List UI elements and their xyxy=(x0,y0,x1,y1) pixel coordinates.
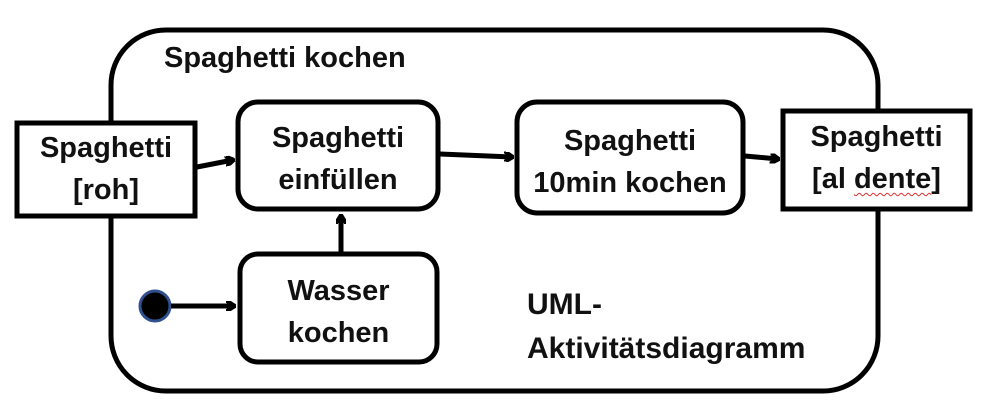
diagram-type-note-line2: Aktivitätsdiagramm xyxy=(527,332,806,365)
output-object-line1: Spaghetti xyxy=(810,121,943,153)
action-node-cook xyxy=(514,99,746,216)
input-object-label: Spaghetti [roh] xyxy=(17,127,195,211)
action-cook-line2: 10min kochen xyxy=(533,167,727,199)
action-node-fill xyxy=(235,99,441,212)
initial-node xyxy=(138,289,172,323)
edge-input-to-fill xyxy=(196,160,233,170)
action-node-boil xyxy=(237,251,440,365)
output-object-node xyxy=(780,108,973,212)
action-cook-label: Spaghetti 10min kochen xyxy=(517,120,743,204)
action-fill-label: Spaghetti einfüllen xyxy=(238,117,438,201)
edge-cook-to-output xyxy=(744,156,778,159)
output-object-line2: [al dente] xyxy=(783,158,970,200)
action-fill-line1: Spaghetti xyxy=(271,122,405,154)
action-fill-line2: einfüllen xyxy=(278,164,398,196)
action-cook-line1: Spaghetti xyxy=(563,125,697,157)
output-object-line2-suffix: ] xyxy=(931,163,941,195)
edge-fill-to-cook xyxy=(439,151,512,157)
input-object-line1: Spaghetti xyxy=(39,132,173,164)
action-boil-label: Wasser kochen xyxy=(240,270,437,354)
input-object-line2: [roh] xyxy=(72,174,140,206)
input-object-node xyxy=(14,120,198,219)
output-object-line2-marked: dente xyxy=(853,163,932,195)
output-object-line2-prefix: [al xyxy=(812,163,854,195)
action-boil-line2: kochen xyxy=(287,317,390,349)
diagram-type-note: UML- Aktivitätsdiagramm xyxy=(527,283,805,371)
activity-title: Spaghetti kochen xyxy=(164,42,406,74)
diagram-type-note-line1: UML- xyxy=(527,288,602,321)
action-boil-line1: Wasser xyxy=(287,275,390,307)
output-object-label: Spaghetti [al dente] xyxy=(783,116,970,200)
